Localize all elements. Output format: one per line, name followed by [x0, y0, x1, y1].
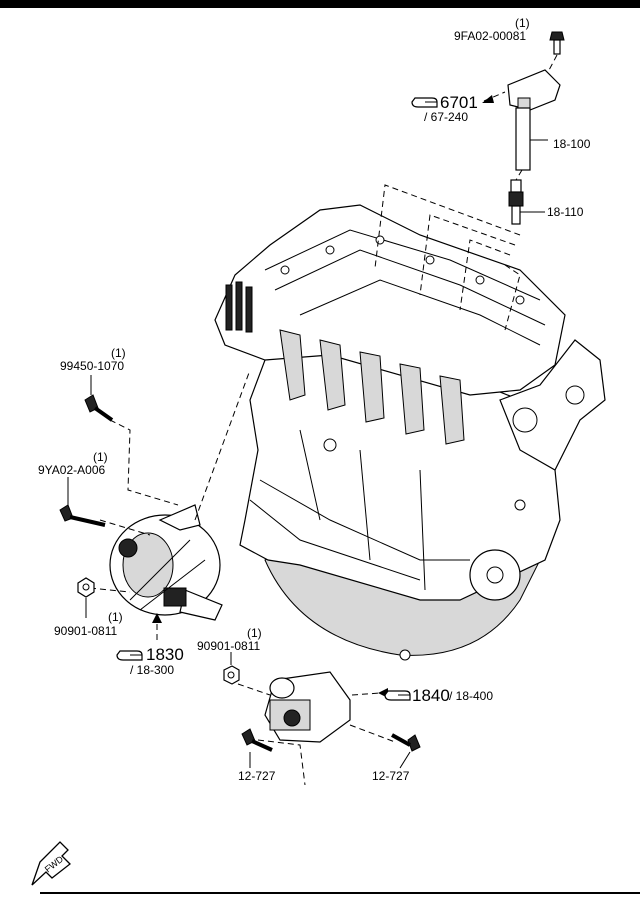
- coil-ref-page: / 67-240: [424, 110, 468, 124]
- starter-bolt-left: [241, 728, 273, 752]
- starter-bolt-right: [391, 733, 421, 752]
- hand-pointer-icon-coil: [411, 97, 438, 108]
- alternator-bolt-lower: [59, 504, 106, 527]
- alternator-ref-number: 1830: [146, 645, 184, 664]
- spark-plug: [508, 179, 545, 225]
- hand-pointer-icon-alternator: [116, 650, 143, 661]
- bolt-left-upper-part-number: 99450-1070: [60, 359, 124, 373]
- bolt-left-mid-qty: (1): [93, 450, 108, 464]
- alt-nut-qty: (1): [108, 610, 123, 624]
- alternator-bolt-upper: [84, 394, 114, 422]
- bolt-top-qty: (1): [515, 16, 530, 30]
- coil-part-number: 18-100: [553, 137, 591, 151]
- starter-nut-qty: (1): [247, 626, 262, 640]
- starter-motor: [264, 671, 351, 743]
- bolt-left-upper-qty: (1): [111, 346, 126, 360]
- hand-pointer-icon-starter: [384, 690, 411, 701]
- top-border: [0, 0, 640, 8]
- coil-leader-lines: [374, 184, 521, 331]
- forward-direction-arrow-icon: FWD: [31, 841, 71, 886]
- starter-ref-number: 1840: [412, 686, 450, 705]
- plug-part-number: 18-110: [547, 205, 584, 219]
- starter-bolt-left-part-number: 12-727: [238, 769, 276, 783]
- alternator: [109, 504, 223, 621]
- coil-ref-number: 6701: [440, 93, 478, 112]
- alternator-nut: [77, 577, 95, 598]
- engine-assembly: [214, 204, 606, 661]
- bolt-top-part-number: 9FA02-00081: [454, 29, 526, 43]
- starter-bolt-right-part-number: 12-727: [372, 769, 410, 783]
- alt-nut-part-number: 90901-0811: [54, 624, 117, 638]
- starter-ref-page: / 18-400: [449, 689, 493, 703]
- ignition-coil: [507, 69, 561, 171]
- starter-nut: [223, 665, 240, 685]
- alternator-ref-page: / 18-300: [130, 663, 174, 677]
- bolt-left-mid-part-number: 9YA02-A006: [38, 463, 105, 477]
- coil-bolt: [547, 31, 565, 73]
- starter-nut-part-number: 90901-0811: [197, 639, 260, 653]
- starter-leader-lines: [237, 683, 396, 786]
- alternator-leader-lines: [89, 369, 251, 640]
